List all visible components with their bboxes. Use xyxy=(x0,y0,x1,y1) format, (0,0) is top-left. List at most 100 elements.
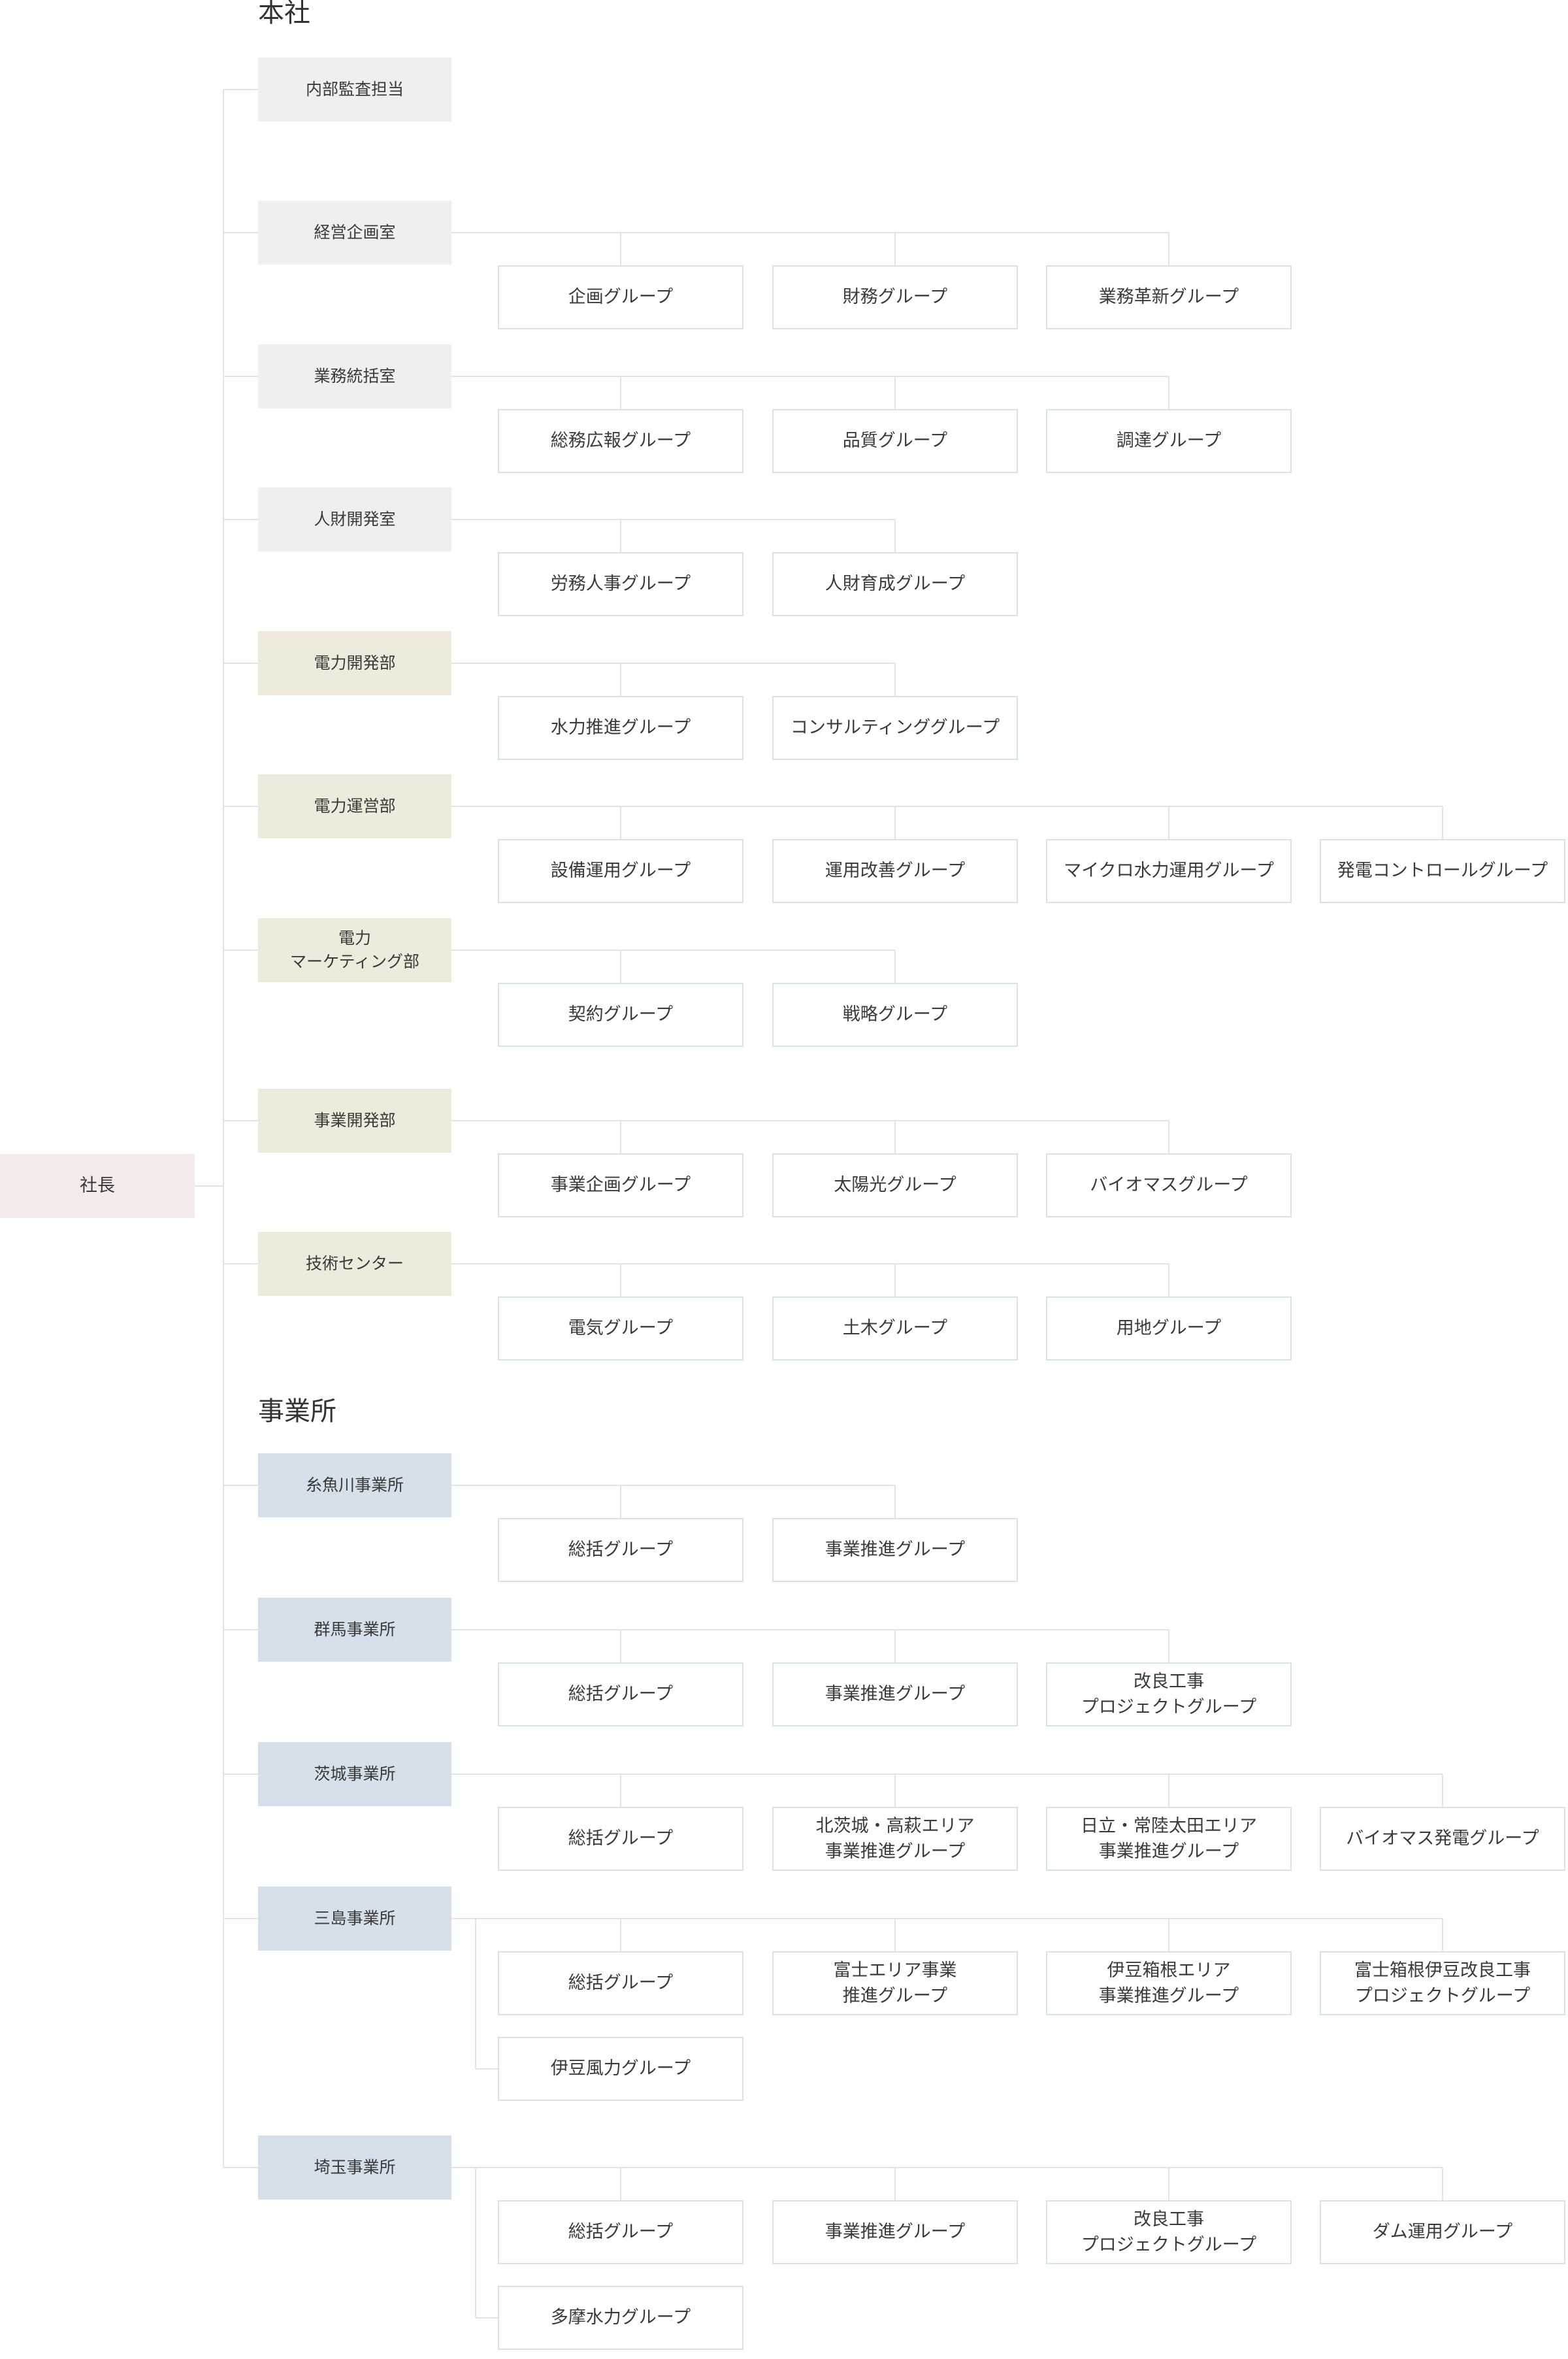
group-box: 改良工事 プロジェクトグループ xyxy=(1046,2200,1292,2264)
group-box-label: 発電コントロールグループ xyxy=(1337,861,1548,882)
group-box-label: 用地グループ xyxy=(1116,1318,1222,1339)
group-box: 品質グループ xyxy=(772,409,1018,473)
group-box-label: 企画グループ xyxy=(568,287,674,308)
group-box: バイオマスグループ xyxy=(1046,1153,1292,1217)
group-box-label: 伊豆箱根エリア 事業推進グループ xyxy=(1098,1960,1239,2006)
group-box-label: 戦略グループ xyxy=(842,1004,948,1025)
group-box: 伊豆箱根エリア 事業推進グループ xyxy=(1046,1951,1292,2015)
department-box: 埼玉事業所 xyxy=(258,2136,451,2200)
group-box-label: 人財育成グループ xyxy=(825,574,966,595)
group-box: 事業推進グループ xyxy=(772,1662,1018,1726)
group-box-label: 総括グループ xyxy=(568,1540,674,1560)
department-box: 電力 マーケティング部 xyxy=(258,918,451,982)
section-title-branches: 事業所 xyxy=(258,1396,336,1427)
department-box-label: 電力開発部 xyxy=(314,653,396,672)
department-box-label: 事業開発部 xyxy=(314,1110,396,1130)
group-box-label: 財務グループ xyxy=(842,287,948,308)
group-box-label: 富士エリア事業 推進グループ xyxy=(833,1960,957,2006)
department-box-label: 埼玉事業所 xyxy=(314,2157,396,2177)
group-box: 事業推進グループ xyxy=(772,2200,1018,2264)
department-box: 電力開発部 xyxy=(258,631,451,695)
group-box: バイオマス発電グループ xyxy=(1320,1807,1565,1871)
group-box-label: 改良工事 プロジェクトグループ xyxy=(1081,1671,1257,1717)
group-box-label: 業務革新グループ xyxy=(1098,287,1239,308)
group-box-label: ダム運用グループ xyxy=(1372,2222,1513,2243)
group-box-label: 太陽光グループ xyxy=(834,1175,956,1196)
group-box: 人財育成グループ xyxy=(772,552,1018,616)
group-box-label: 電気グループ xyxy=(568,1318,674,1339)
department-box: 群馬事業所 xyxy=(258,1598,451,1662)
group-box: 財務グループ xyxy=(772,265,1018,329)
group-box: 事業企画グループ xyxy=(498,1153,743,1217)
group-box: 調達グループ xyxy=(1046,409,1292,473)
group-box-label: 運用改善グループ xyxy=(825,861,966,882)
group-box: 電気グループ xyxy=(498,1296,743,1361)
department-box: 電力運営部 xyxy=(258,774,451,838)
group-box: 多摩水力グループ xyxy=(498,2286,743,2350)
group-box-label: 総括グループ xyxy=(568,2222,674,2243)
group-box: 設備運用グループ xyxy=(498,839,743,903)
group-box-label: 事業推進グループ xyxy=(825,2222,966,2243)
group-box: 伊豆風力グループ xyxy=(498,2037,743,2101)
group-box-label: 事業推進グループ xyxy=(825,1540,966,1560)
group-box: 太陽光グループ xyxy=(772,1153,1018,1217)
group-box-label: 設備運用グループ xyxy=(550,861,691,882)
group-box-label: 調達グループ xyxy=(1116,431,1222,452)
group-box: 総括グループ xyxy=(498,1662,743,1726)
department-box-label: 糸魚川事業所 xyxy=(305,1475,404,1494)
group-box: 契約グループ xyxy=(498,983,743,1047)
group-box-label: 北茨城・高萩エリア 事業推進グループ xyxy=(815,1815,975,1862)
department-box-label: 群馬事業所 xyxy=(314,1619,396,1639)
group-box: 水力推進グループ xyxy=(498,696,743,760)
group-box: ダム運用グループ xyxy=(1320,2200,1565,2264)
president-box: 社長 xyxy=(0,1154,195,1218)
department-box: 経営企画室 xyxy=(258,201,451,265)
group-box-label: 日立・常陸太田エリア 事業推進グループ xyxy=(1081,1815,1257,1862)
group-box-label: バイオマスグループ xyxy=(1090,1175,1248,1196)
department-box: 茨城事業所 xyxy=(258,1742,451,1806)
department-box: 業務統括室 xyxy=(258,344,451,408)
group-box: 総括グループ xyxy=(498,2200,743,2264)
department-box-label: 経営企画室 xyxy=(314,222,396,242)
department-box-label: 茨城事業所 xyxy=(314,1764,396,1783)
department-box: 人財開発室 xyxy=(258,487,451,552)
group-box-label: 労務人事グループ xyxy=(550,574,691,595)
group-box: 総括グループ xyxy=(498,1951,743,2015)
department-box-label: 業務統括室 xyxy=(314,366,396,386)
group-box-label: 総括グループ xyxy=(568,1973,674,1994)
group-box-label: 土木グループ xyxy=(842,1318,948,1339)
group-box: コンサルティンググループ xyxy=(772,696,1018,760)
department-box-label: 内部監査担当 xyxy=(305,79,404,99)
group-box-label: コンサルティンググループ xyxy=(790,718,1000,738)
group-box: 日立・常陸太田エリア 事業推進グループ xyxy=(1046,1807,1292,1871)
department-box: 技術センター xyxy=(258,1232,451,1296)
group-box: 業務革新グループ xyxy=(1046,265,1292,329)
department-box-label: 技術センター xyxy=(305,1253,404,1273)
group-box-label: 伊豆風力グループ xyxy=(550,2058,691,2079)
group-box-label: 事業企画グループ xyxy=(550,1175,691,1196)
group-box: 企画グループ xyxy=(498,265,743,329)
department-box: 三島事業所 xyxy=(258,1887,451,1951)
group-box-label: 改良工事 プロジェクトグループ xyxy=(1081,2209,1257,2255)
section-title-head-office: 本社 xyxy=(258,0,310,28)
group-box-label: 水力推進グループ xyxy=(550,718,691,738)
group-box: 発電コントロールグループ xyxy=(1320,839,1565,903)
department-box: 事業開発部 xyxy=(258,1089,451,1153)
group-box: 事業推進グループ xyxy=(772,1518,1018,1582)
group-box: マイクロ水力運用グループ xyxy=(1046,839,1292,903)
group-box: 労務人事グループ xyxy=(498,552,743,616)
group-box-label: 総括グループ xyxy=(568,1684,674,1705)
department-box-label: 三島事業所 xyxy=(314,1908,396,1928)
department-box: 糸魚川事業所 xyxy=(258,1453,451,1517)
department-box-label: 電力 マーケティング部 xyxy=(289,928,419,971)
group-box: 富士箱根伊豆改良工事 プロジェクトグループ xyxy=(1320,1951,1565,2015)
group-box-label: 契約グループ xyxy=(568,1004,674,1025)
group-box-label: マイクロ水力運用グループ xyxy=(1064,861,1274,882)
group-box: 総括グループ xyxy=(498,1807,743,1871)
group-box-label: 品質グループ xyxy=(842,431,948,452)
group-box: 総務広報グループ xyxy=(498,409,743,473)
group-box-label: バイオマス発電グループ xyxy=(1346,1828,1539,1849)
group-box-label: 富士箱根伊豆改良工事 プロジェクトグループ xyxy=(1354,1960,1531,2006)
